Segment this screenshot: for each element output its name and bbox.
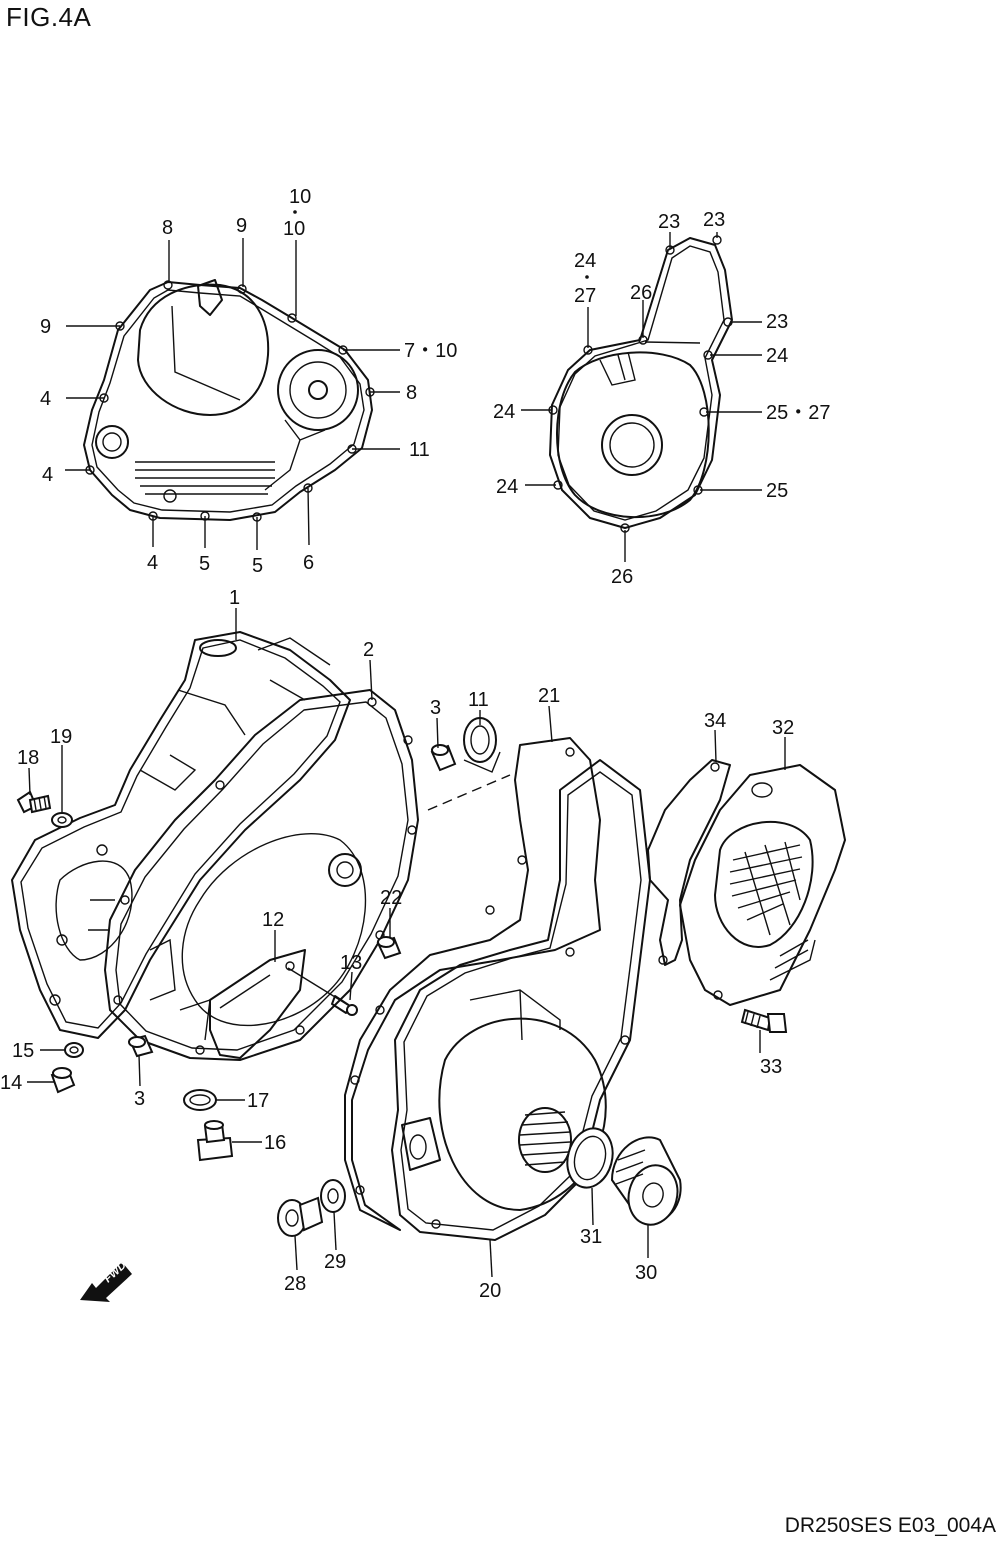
callout-21: 21 [538,685,560,707]
gasket-21 [344,737,601,1231]
callout-1: 1 [229,587,240,609]
fwd-arrow-icon: FWD [80,1260,132,1302]
callout-15: 15 [12,1040,34,1062]
callout-34: 34 [704,710,726,732]
callout-5: 5 [199,553,210,575]
plug-28 [277,1196,324,1237]
callout-27: 27 [574,285,596,307]
washer-15 [64,1042,84,1058]
plug-16 [196,1120,234,1162]
callout-25: 25 [766,480,788,502]
plug-30 [610,1136,682,1226]
callout-7: 8 [406,382,417,404]
o-ring-17 [183,1089,217,1111]
callout-3: 3 [134,1088,145,1110]
callout-23: 23 [703,209,725,231]
cover-32 [679,764,846,1006]
separator-dot [585,275,589,279]
plug-14 [50,1067,76,1094]
callout-19: 19 [50,726,72,748]
callout-9: 9 [40,316,51,338]
reference-code: DR250SES E03_004A [784,1514,996,1537]
o-ring-31 [566,1127,614,1189]
callout-7: 10 [289,186,311,208]
bolt-33 [740,1008,788,1033]
callout-26: 26 [630,282,652,304]
callout-4: 4 [42,464,53,486]
plate-12 [209,949,306,1059]
callout-33: 33 [760,1056,782,1078]
callout-24: 24 [493,401,515,423]
gasket-29 [320,1179,346,1213]
callout-11: 11 [468,689,489,711]
washer-19 [51,812,73,828]
callout-4: 5 [252,555,263,577]
callout-8: 9 [236,215,247,237]
bolt-hole-markers-right [548,235,733,533]
dowel-pins-3 [128,744,457,1058]
oil-seal-11 [463,717,501,773]
callout-4: 4 [147,552,158,574]
callout-23: 23 [766,311,788,333]
callout-13: 13 [340,952,362,974]
callout-25-27: 25・27 [766,402,831,424]
callout-12: 12 [262,909,284,931]
clutch-cover-bolt-layout [65,238,400,550]
callout-22: 22 [380,887,402,909]
callout-8: 11 [409,439,430,461]
callout-3: 3 [430,697,441,719]
callout-24: 24 [496,476,518,498]
callout-7-10: 7・10 [404,340,457,362]
magneto-cover-bolt-layout [521,232,762,562]
gasket-2 [104,689,419,1061]
callout-2: 2 [363,639,374,661]
gasket-34 [647,759,731,966]
callout-23: 23 [658,211,680,233]
callout-8: 8 [162,217,173,239]
callout-labels: 8 9 10 10 9 7・10 8 4 11 4 4 5 5 6 23 23 … [0,186,831,1302]
axis-line [427,774,511,811]
separator-dot [293,210,297,214]
callout-14: 14 [0,1072,22,1094]
callout-10: 10 [283,218,305,240]
callout-20: 20 [479,1280,501,1302]
callout-31: 31 [580,1226,602,1248]
bolt-18 [16,790,52,814]
callout-16: 16 [264,1132,286,1154]
figure-title: FIG.4A [6,2,92,32]
bolt-13 [287,967,358,1016]
callout-29: 29 [324,1251,346,1273]
callout-32: 32 [772,717,794,739]
callout-28: 28 [284,1273,306,1295]
callout-6: 6 [303,552,314,574]
callout-24: 24 [574,250,596,272]
callout-24: 24 [766,345,788,367]
callout-4: 4 [40,388,51,410]
leader-lines [27,608,786,1278]
callout-17: 17 [247,1090,269,1112]
callout-18: 18 [17,747,39,769]
callout-30: 30 [635,1262,657,1284]
callout-26: 26 [611,566,633,588]
